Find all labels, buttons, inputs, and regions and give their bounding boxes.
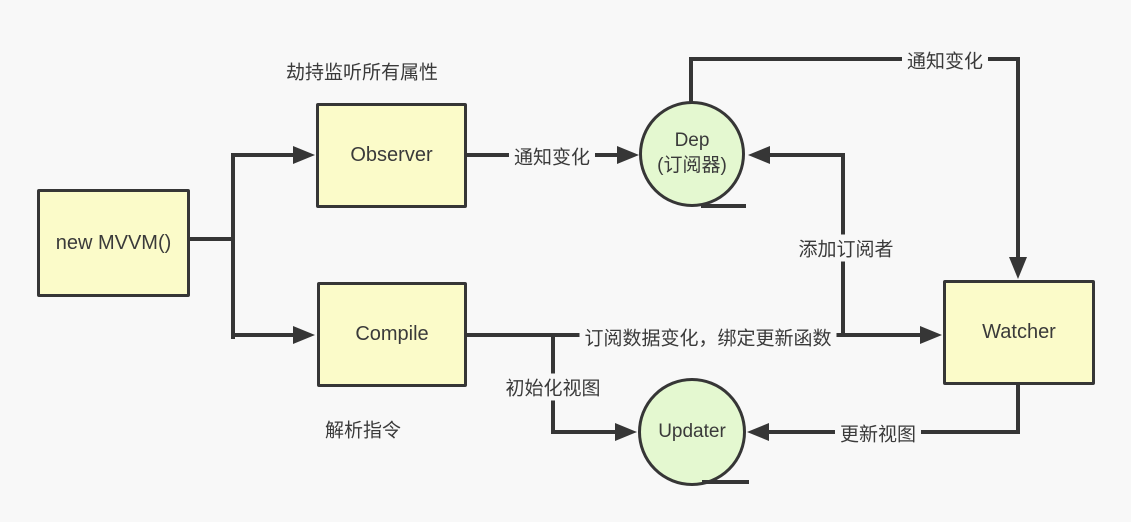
node-watcher: Watcher [943, 280, 1095, 385]
connector-watcher-drop [1016, 385, 1020, 434]
edge-label-compile-to-updater: 初始化视图 [500, 373, 606, 401]
connector-top-horizontal [689, 57, 1020, 61]
edge-label-watcher-to-dep: 添加订阅者 [793, 234, 899, 262]
dep-base-tick [701, 204, 746, 208]
edge-label-dep-to-watcher: 通知变化 [901, 46, 989, 74]
arrowhead-into-dep-right [748, 146, 770, 164]
node-dep-label-line1: Dep [674, 130, 710, 152]
node-observer: Observer [316, 103, 467, 208]
arrowhead-into-updater-left [615, 423, 637, 441]
arrowhead-into-updater-right [747, 423, 769, 441]
node-compile-label: Compile [355, 323, 429, 345]
node-new-mvvm: new MVVM() [37, 189, 190, 297]
connector-to-compile [233, 333, 295, 337]
arrowhead-into-watcher-left [920, 326, 942, 344]
arrowhead-into-observer [293, 146, 315, 164]
node-updater-label: Updater [658, 420, 726, 442]
node-dep-label-line2: (订阅器) [657, 155, 727, 176]
edge-label-observer-to-dep: 通知变化 [508, 142, 596, 170]
connector-init-horizontal [553, 430, 615, 434]
node-observer-label: Observer [350, 144, 433, 166]
arrowhead-into-compile [293, 326, 315, 344]
annotation-compile-note: 解析指令 [319, 415, 407, 443]
connector-dep-top-riser [689, 57, 693, 103]
connector-mvvm-out [187, 237, 233, 241]
edge-label-watcher-to-updater: 更新视图 [834, 419, 922, 447]
node-watcher-label: Watcher [982, 321, 1056, 343]
connector-split-vertical [231, 153, 235, 339]
node-updater: Updater [638, 378, 746, 486]
node-new-mvvm-label: new MVVM() [55, 231, 172, 254]
updater-base-tick [702, 480, 749, 484]
node-dep: Dep (订阅器) [639, 101, 745, 207]
annotation-observer-note: 劫持监听所有属性 [280, 57, 444, 85]
arrowhead-into-watcher-top [1009, 257, 1027, 279]
connector-right-drop [1016, 57, 1020, 257]
edge-label-compile-to-watcher: 订阅数据变化，绑定更新函数 [579, 323, 837, 351]
arrowhead-into-dep-left [617, 146, 639, 164]
node-compile: Compile [317, 282, 467, 387]
connector-to-observer [233, 153, 295, 157]
connector-addsub-horizontal [770, 153, 845, 157]
